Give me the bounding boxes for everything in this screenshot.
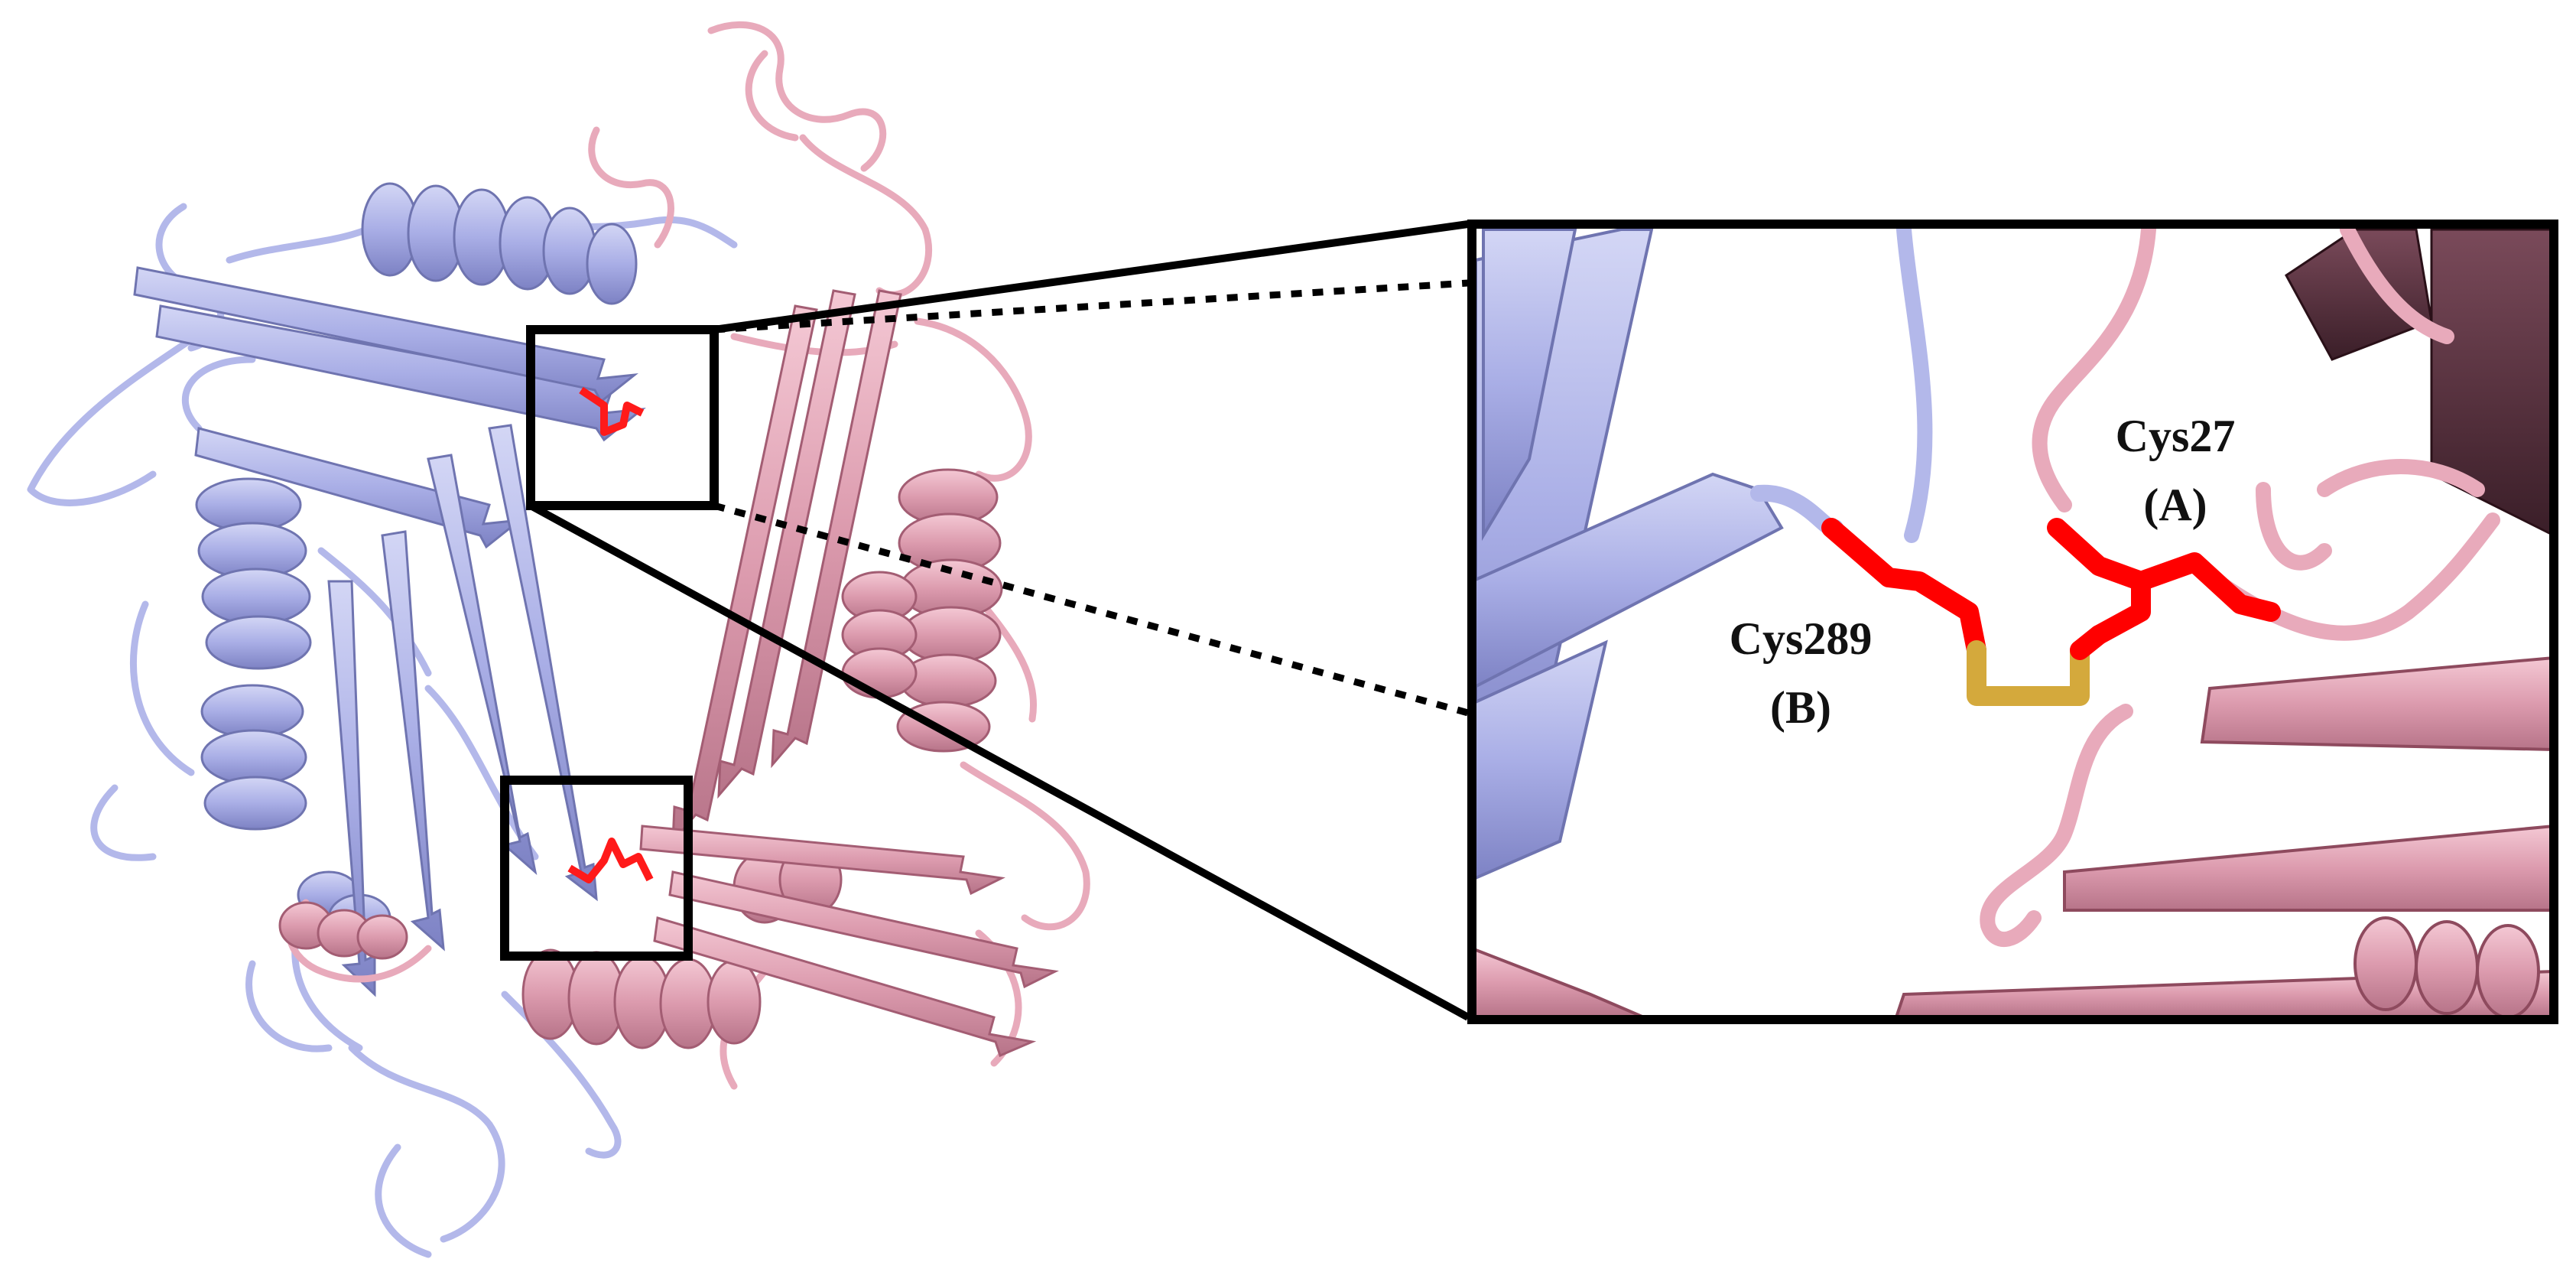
chain-b-helix-left-upper bbox=[195, 477, 312, 670]
cys289-stick bbox=[1821, 518, 1986, 660]
sulfur-link-cys27 bbox=[2070, 625, 2109, 660]
zoom-chain-a-helix bbox=[2353, 916, 2540, 1016]
residue-a-name: Cys27 bbox=[2116, 411, 2236, 461]
connector-dotted-bottom bbox=[713, 502, 1470, 717]
zoom-box-top bbox=[526, 325, 719, 510]
connector-solid-top bbox=[713, 220, 1469, 333]
zoom-chain-a-dark bbox=[2285, 228, 2554, 537]
residue-b-chain: (B) bbox=[1770, 682, 1831, 733]
cys27-stick bbox=[2089, 552, 2281, 645]
chain-b-strands bbox=[133, 266, 646, 997]
zoom-chain-b-strands bbox=[1472, 228, 1784, 882]
chain-b-helix-left-lower bbox=[200, 684, 307, 831]
zoom-connectors bbox=[528, 220, 1470, 1021]
cys27-stick-ca bbox=[2047, 518, 2151, 591]
chain-b-helix-top bbox=[361, 182, 638, 305]
chain-a-helix-lower-left bbox=[278, 901, 408, 960]
zoom-panel: Cys289 (B) Cys27 (A) bbox=[1467, 220, 2558, 1024]
chain-a-strands bbox=[639, 289, 1059, 1058]
zoom-box-bottom bbox=[500, 776, 693, 961]
zoom-frame bbox=[1467, 220, 2558, 1024]
connector-solid-bottom bbox=[528, 502, 1470, 1021]
residue-a-chain: (A) bbox=[2143, 480, 2207, 530]
disulfide-bond-icon bbox=[1821, 518, 2281, 706]
chain-a-helix-right bbox=[896, 468, 1003, 753]
zoom-chain-b-loop-upper bbox=[1896, 228, 1933, 543]
connector-dotted-top bbox=[713, 279, 1469, 333]
chain-a-helix-bottom bbox=[521, 948, 762, 1049]
dimer-overview bbox=[27, 21, 1090, 1258]
residue-b-name: Cys289 bbox=[1730, 613, 1873, 664]
chain-b-helices bbox=[195, 182, 638, 942]
cys-sticks-overview bbox=[567, 386, 654, 883]
sulfur-link bbox=[1967, 640, 2090, 706]
